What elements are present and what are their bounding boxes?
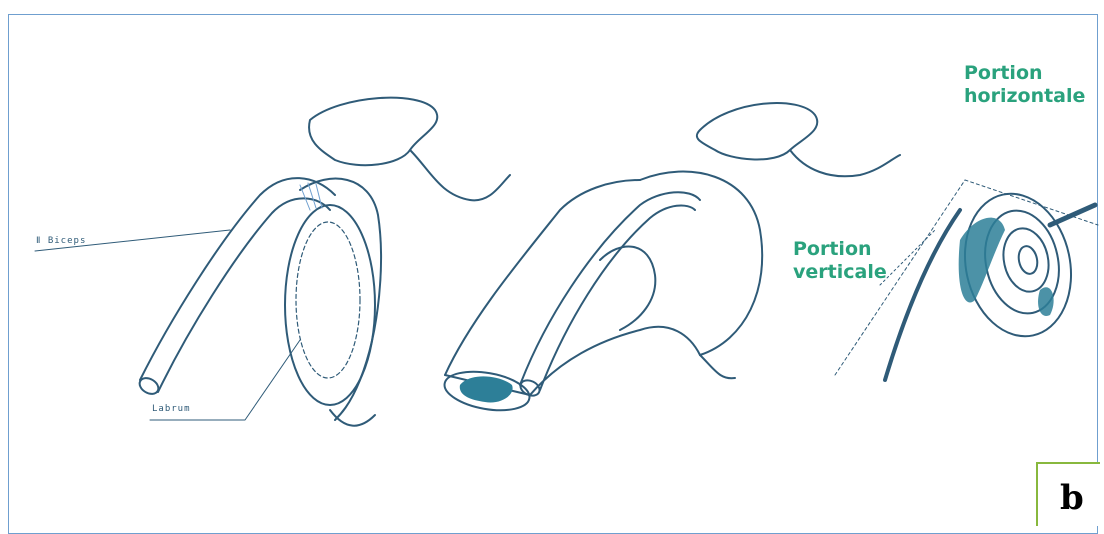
label-portion-horizontale-line2: horizontale xyxy=(964,85,1085,108)
spiral-fill xyxy=(959,218,1005,303)
tendon-horizontal xyxy=(1050,205,1095,225)
biceps-tendon-inner xyxy=(158,198,330,392)
bone-marrow-fill xyxy=(460,376,513,402)
acromion-shape-2 xyxy=(697,103,817,159)
label-portion-verticale-line2: verticale xyxy=(793,261,887,284)
panel-label-box: b xyxy=(1036,462,1100,526)
label-biceps: Ⅱ Biceps xyxy=(36,236,86,246)
biceps-tendon-outer xyxy=(140,178,335,380)
drawing-biceps-labrum xyxy=(35,98,510,426)
label-portion-horizontale: Portion horizontale xyxy=(964,62,1085,108)
label-portion-verticale: Portion verticale xyxy=(793,238,887,284)
panel-letter: b xyxy=(1060,478,1084,518)
label-portion-verticale-line1: Portion xyxy=(793,238,887,261)
label-portion-horizontale-line1: Portion xyxy=(964,62,1085,85)
label-labrum: Labrum xyxy=(152,404,191,414)
acromion-shape xyxy=(309,98,437,166)
tendon-vertical xyxy=(885,210,960,380)
